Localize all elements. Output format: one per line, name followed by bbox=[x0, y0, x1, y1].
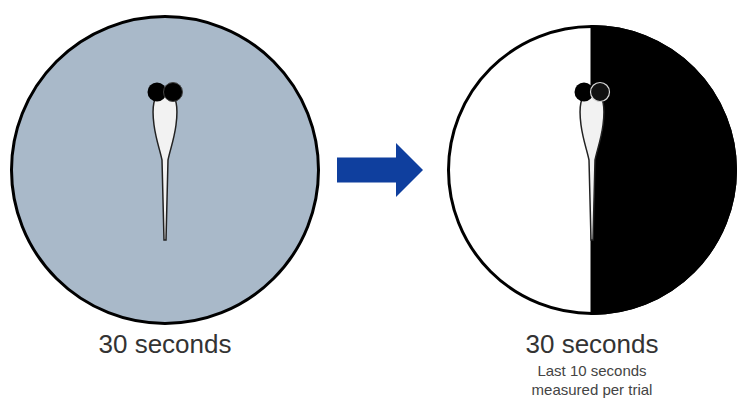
dark-half bbox=[592, 27, 736, 314]
duration-label: 30 seconds bbox=[0, 329, 380, 359]
larva-body bbox=[153, 92, 177, 240]
dish-circle bbox=[12, 17, 319, 324]
caption-group: 30 secondsLast 10 seconds measured per t… bbox=[387, 329, 738, 399]
caption-group: 30 seconds bbox=[0, 329, 380, 359]
transition-arrow bbox=[337, 143, 423, 197]
larva-body bbox=[580, 92, 604, 240]
duration-label: 30 seconds bbox=[387, 329, 738, 359]
dish-circle bbox=[449, 27, 736, 314]
measurement-note: Last 10 seconds measured per trial bbox=[522, 361, 662, 399]
zebrafish-larva bbox=[575, 83, 610, 241]
larva-eye bbox=[164, 83, 183, 102]
zebrafish-larva bbox=[148, 83, 183, 241]
larva-eye bbox=[591, 83, 610, 102]
